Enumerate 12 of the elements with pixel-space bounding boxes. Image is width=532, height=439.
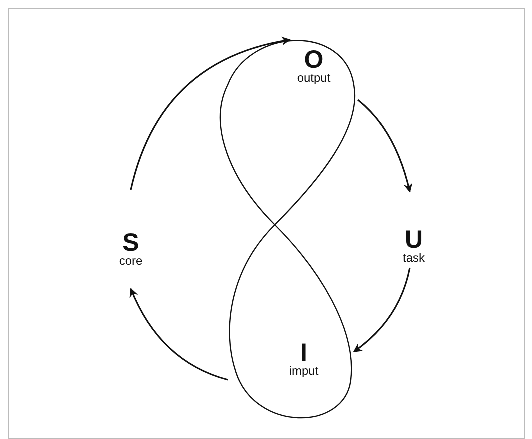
letter-label: I [300,341,308,365]
caption-text: task [403,252,425,265]
caption-text: core [119,255,143,268]
arrow [357,99,412,193]
caption-text: imput [289,365,319,378]
arrow [130,288,228,381]
letter-label: U [404,228,424,252]
letter-label: S [122,231,140,255]
arrow [130,37,291,190]
caption-text: output [297,72,331,85]
letter-label: O [304,48,324,72]
arrow [353,268,411,353]
